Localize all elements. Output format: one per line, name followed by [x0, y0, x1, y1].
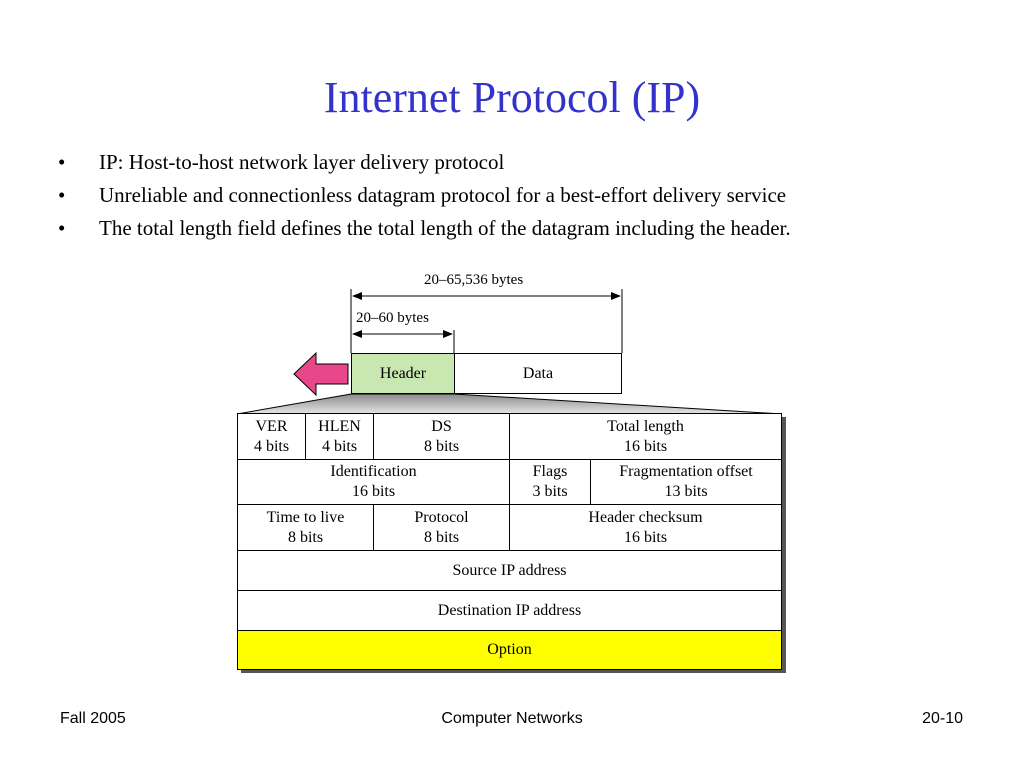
slide-title: Internet Protocol (IP)	[323, 73, 701, 122]
field-size: 16 bits	[623, 437, 668, 455]
bullet-dot: •	[58, 183, 66, 207]
header-size-label: 20–60 bytes	[356, 310, 429, 326]
field-header-checksum: Header checksum 16 bits	[510, 505, 781, 551]
field-source-ip-address: Source IP address	[238, 551, 781, 591]
bullet-item: • Unreliable and connectionless datagram …	[58, 179, 998, 212]
field-name: Protocol	[414, 508, 469, 526]
field-identification: Identification 16 bits	[238, 460, 510, 505]
data-block: Data	[454, 353, 622, 394]
field-name: Destination IP address	[437, 601, 582, 619]
field-name: Source IP address	[452, 561, 567, 579]
field-name: HLEN	[318, 417, 361, 435]
field-option: Option	[238, 631, 781, 669]
field-ds: DS 8 bits	[374, 414, 510, 460]
zoom-wedge	[236, 393, 783, 415]
field-size: 16 bits	[351, 483, 396, 500]
field-size: 4 bits	[321, 437, 358, 455]
footer-right: 20-10	[922, 710, 963, 727]
field-destination-ip-address: Destination IP address	[238, 591, 781, 631]
field-name: Header checksum	[588, 508, 703, 526]
bullet-item: • IP: Host-to-host network layer delivery…	[58, 146, 998, 179]
field-flags: Flags 3 bits	[510, 460, 591, 505]
bullet-text: The total length field defines the total…	[99, 216, 791, 240]
total-arrowhead-right	[611, 292, 621, 300]
field-size: 8 bits	[423, 528, 460, 546]
field-name: Fragmentation offset	[619, 463, 753, 480]
field-fragmentation-offset: Fragmentation offset 13 bits	[591, 460, 781, 505]
field-size: 13 bits	[664, 483, 708, 500]
field-name: Option	[487, 641, 532, 658]
field-size: 3 bits	[532, 483, 568, 500]
total-size-label: 20–65,536 bytes	[424, 272, 524, 288]
field-name: Time to live	[266, 508, 345, 526]
bullet-text: IP: Host-to-host network layer delivery …	[99, 150, 505, 174]
header-block: Header	[351, 353, 455, 394]
field-size: 8 bits	[423, 437, 460, 455]
field-size: 8 bits	[287, 528, 324, 546]
total-arrowhead-left	[352, 292, 362, 300]
field-hlen: HLEN 4 bits	[306, 414, 374, 460]
footer-left: Fall 2005	[60, 710, 126, 727]
bullet-dot: •	[58, 150, 66, 174]
field-name: Total length	[607, 417, 684, 435]
data-block-label: Data	[522, 364, 554, 382]
field-ver: VER 4 bits	[238, 414, 306, 460]
footer-center: Computer Networks	[441, 710, 583, 727]
ip-header-format-table: VER 4 bits HLEN 4 bits DS 8 bits Total leng…	[237, 413, 782, 670]
header-block-label: Header	[379, 364, 427, 382]
field-protocol: Protocol 8 bits	[374, 505, 510, 551]
bullet-dot: •	[58, 216, 66, 240]
field-total-length: Total length 16 bits	[510, 414, 781, 460]
bullet-item: • The total length field defines the tota…	[58, 212, 998, 245]
field-name: VER	[255, 417, 288, 435]
field-size: 4 bits	[253, 437, 290, 455]
field-time-to-live: Time to live 8 bits	[238, 505, 374, 551]
field-name: Identification	[330, 463, 417, 480]
bullet-text: Unreliable and connectionless datagram p…	[99, 183, 787, 207]
header-arrowhead-left	[352, 330, 362, 338]
direction-arrow-icon	[293, 351, 349, 397]
field-name: Flags	[532, 463, 568, 480]
field-size: 16 bits	[623, 528, 668, 546]
header-arrowhead-right	[443, 330, 453, 338]
bullet-list: • IP: Host-to-host network layer delivery…	[58, 146, 998, 245]
field-name: DS	[431, 417, 452, 435]
